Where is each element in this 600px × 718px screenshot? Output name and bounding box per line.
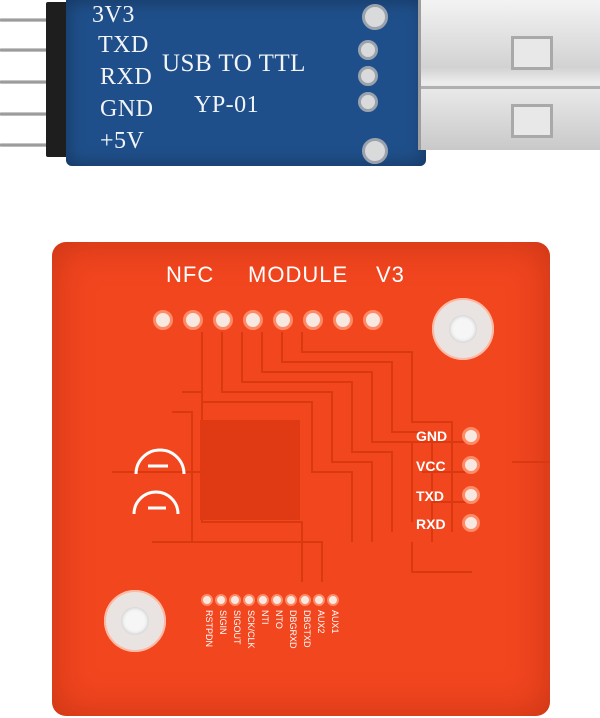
header-pad	[333, 310, 353, 330]
usb-a-plug	[418, 0, 600, 150]
side-pin-pad	[462, 427, 480, 445]
header-label-nfc: NFC	[166, 262, 215, 287]
bottom-pin-pad	[271, 594, 283, 606]
side-pin-label-txd: TXD	[416, 488, 444, 504]
pin-label-rxd: RXD	[100, 64, 153, 90]
bottom-pin-label-dbgrxd: DBGRXD	[288, 610, 298, 649]
bottom-pin-label-aux2: AUX2	[316, 610, 326, 634]
board-title: USB TO TTL	[162, 50, 306, 77]
side-pin-label-rxd: RXD	[416, 516, 446, 532]
bottom-pin-pad	[285, 594, 297, 606]
bottom-pin-label-rstpdn: RSTPDN	[204, 610, 214, 648]
solder-pad	[362, 4, 388, 30]
bottom-pin-pad	[313, 594, 325, 606]
header-pin	[0, 143, 70, 147]
bottom-pin-pad	[229, 594, 241, 606]
plug-seam	[421, 86, 600, 89]
bottom-pin-label-sigin: SIGIN	[218, 610, 228, 635]
usb-to-ttl-board: 3V3 TXD RXD GND +5V USB TO TTL YP-01	[0, 0, 600, 175]
solder-pad	[362, 138, 388, 164]
side-pin-label-gnd: GND	[416, 428, 448, 444]
pin-label-txd: TXD	[98, 32, 149, 58]
solder-pad	[358, 92, 378, 112]
header-pad	[273, 310, 293, 330]
pcb-traces	[112, 332, 550, 582]
pin-label-gnd: GND	[100, 96, 154, 122]
mounting-hole	[104, 590, 166, 652]
bottom-pin-label-dbgtxd: DBGTXD	[302, 610, 312, 648]
header-pin	[0, 48, 70, 52]
mounting-hole	[432, 298, 494, 360]
solder-pad	[358, 40, 378, 60]
plug-window	[511, 36, 553, 70]
bottom-pin-label-sck: SCK/CLK	[246, 610, 256, 649]
bottom-pin-pad	[201, 594, 213, 606]
side-pin-pad	[462, 456, 480, 474]
header-pad	[363, 310, 383, 330]
bottom-pin-pad	[327, 594, 339, 606]
header-pad	[153, 310, 173, 330]
header-pad	[303, 310, 323, 330]
header-label-v3: V3	[376, 262, 405, 287]
ic-footprint	[200, 420, 300, 520]
header-label-module: MODULE	[248, 262, 349, 287]
plug-window	[511, 104, 553, 138]
nfc-module-board: NFC MODULE V3 GND VCC TXD RXD RSTPDN SIG…	[52, 242, 550, 716]
header-pin	[0, 80, 70, 84]
header-pin	[0, 18, 70, 22]
bottom-pin-label-sigout: SIGOUT	[232, 610, 242, 645]
blue-pcb: 3V3 TXD RXD GND +5V USB TO TTL YP-01	[66, 0, 426, 166]
header-pin	[0, 112, 70, 116]
header-pad	[213, 310, 233, 330]
bottom-pin-pad	[243, 594, 255, 606]
side-pin-pad	[462, 486, 480, 504]
bottom-pin-label-nto: NTO	[274, 610, 284, 629]
pin-label-5v: +5V	[100, 128, 145, 154]
board-model: YP-01	[194, 92, 260, 118]
bottom-pin-pad	[299, 594, 311, 606]
header-pad	[183, 310, 203, 330]
side-pin-label-vcc: VCC	[416, 458, 446, 474]
bottom-pin-pad	[257, 594, 269, 606]
bottom-pin-label-nti: NTI	[260, 610, 270, 625]
side-pin-pad	[462, 514, 480, 532]
bottom-pin-label-aux1: AUX1	[330, 610, 340, 634]
header-pad	[243, 310, 263, 330]
bottom-pin-pad	[215, 594, 227, 606]
pin-label-3v3: 3V3	[92, 2, 135, 28]
solder-pad	[358, 66, 378, 86]
